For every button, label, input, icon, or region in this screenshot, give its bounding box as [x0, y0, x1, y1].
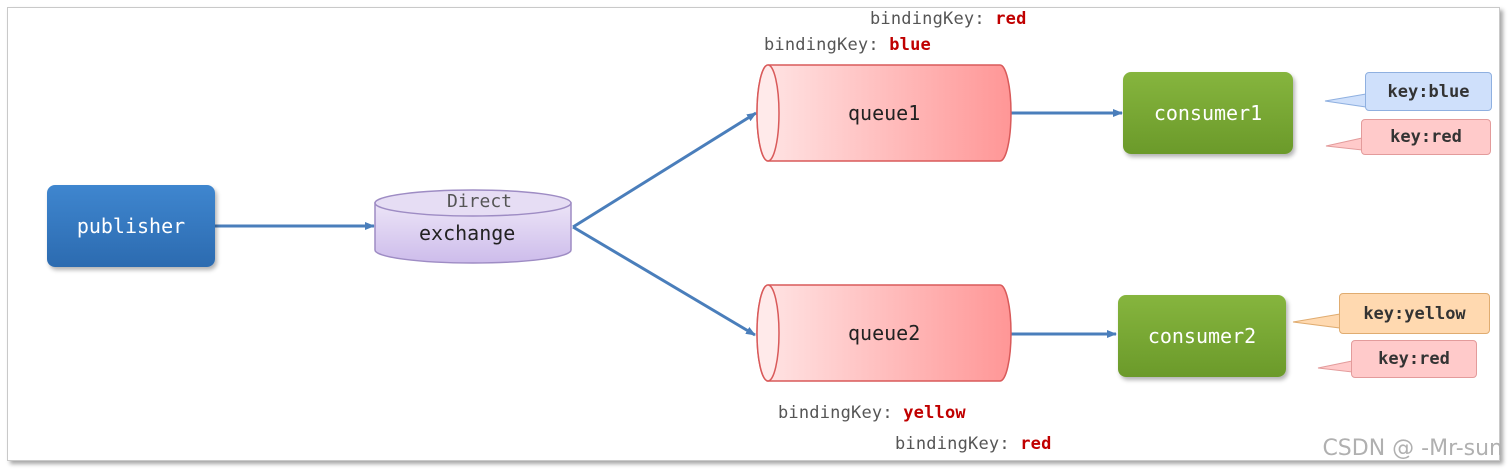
- binding-key-value: blue: [889, 35, 931, 55]
- exchange-to-queue1-arrow: [572, 111, 757, 229]
- publisher-node: publisher: [47, 185, 215, 267]
- callout-key-red-1: key:red: [1361, 119, 1491, 155]
- queue1-binding-red: bindingKey: red: [870, 9, 1027, 29]
- callout-text: key:red: [1390, 127, 1462, 147]
- callout-text: key:blue: [1387, 81, 1470, 102]
- binding-prefix: bindingKey:: [764, 35, 890, 55]
- exchange-cylinder: [374, 189, 572, 264]
- binding-key-value: red: [1020, 434, 1052, 454]
- callout-yellow-tail: [1292, 313, 1341, 329]
- publisher-label: publisher: [76, 214, 186, 238]
- binding-prefix: bindingKey:: [778, 403, 904, 423]
- callout-text: key:red: [1378, 349, 1450, 369]
- callout-text: key:yellow: [1363, 303, 1466, 324]
- exchange-type-label: Direct: [447, 191, 513, 212]
- queue1-label: queue1: [848, 101, 921, 125]
- callout-blue-tail: [1324, 93, 1367, 108]
- binding-prefix: bindingKey:: [870, 9, 996, 29]
- callout-key-red-2: key:red: [1351, 340, 1477, 378]
- queue1-cylinder: [756, 64, 1012, 162]
- exchange-to-queue2-arrow: [572, 225, 756, 337]
- exchange-label: exchange: [419, 221, 516, 245]
- callout-red-tail-2: [1317, 360, 1353, 373]
- consumer2-node: consumer2: [1118, 295, 1286, 377]
- queue1-binding-blue: bindingKey: blue: [764, 35, 931, 55]
- queue2-binding-red: bindingKey: red: [895, 434, 1052, 454]
- watermark: CSDN @ -Mr-sun: [1322, 436, 1503, 461]
- binding-key-value: yellow: [903, 403, 966, 423]
- callout-red-tail-1: [1325, 137, 1363, 151]
- queue2-binding-yellow: bindingKey: yellow: [778, 403, 966, 423]
- queue2-cylinder: [756, 284, 1012, 382]
- callout-key-yellow: key:yellow: [1339, 293, 1490, 334]
- queue2-label: queue2: [848, 321, 921, 345]
- binding-key-value: red: [995, 9, 1027, 29]
- consumer1-node: consumer1: [1123, 72, 1293, 154]
- binding-prefix: bindingKey:: [895, 434, 1021, 454]
- consumer2-label: consumer2: [1147, 324, 1257, 348]
- consumer1-label: consumer1: [1153, 101, 1263, 125]
- callout-key-blue: key:blue: [1365, 72, 1492, 111]
